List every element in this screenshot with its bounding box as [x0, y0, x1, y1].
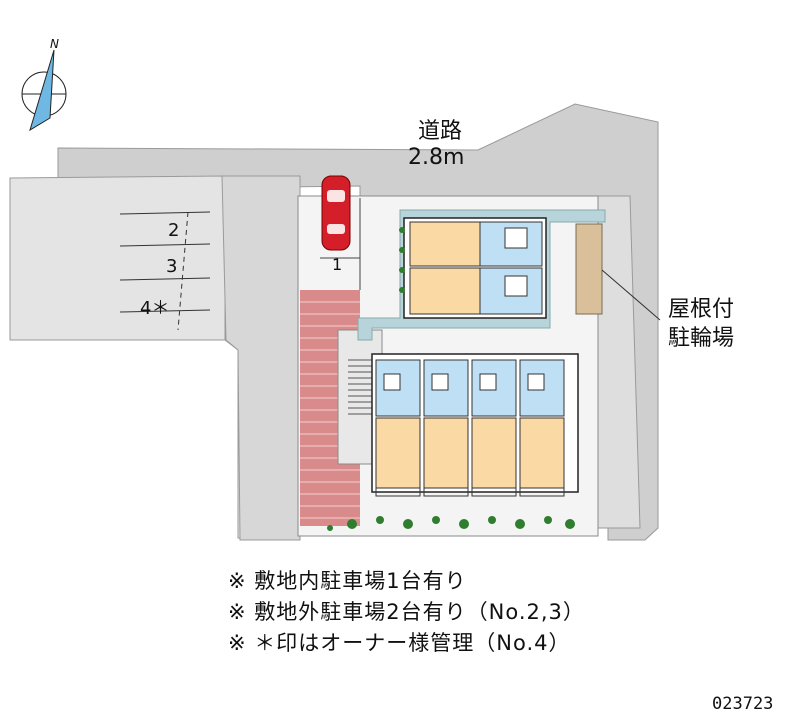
compass-icon: [21, 49, 67, 132]
parking-space-2: 2: [168, 220, 179, 241]
parking-space-4: 4＊: [140, 298, 169, 319]
note-line: ※ 敷地内駐車場1台有り: [228, 569, 467, 593]
notes: ※ 敷地内駐車場1台有り ※ 敷地外駐車場2台有り（No.2,3） ※ ＊印はオ…: [228, 566, 585, 659]
road-area: [57, 103, 659, 541]
bicycle-parking-label-2: 駐輪場: [668, 326, 734, 351]
side-walk: [221, 175, 301, 541]
parking-space-1: 1: [332, 255, 342, 274]
property-code: 023723: [712, 694, 774, 714]
lower-building: [371, 353, 579, 493]
bicycle-parking: [575, 223, 603, 315]
upper-building: [403, 217, 547, 319]
car-icon: [321, 175, 351, 251]
bicycle-parking-label-1: 屋根付: [668, 297, 734, 322]
note-line: ※ ＊印はオーナー様管理（No.4）: [228, 631, 571, 655]
parking-space-3: 3: [166, 256, 177, 277]
note-line: ※ 敷地外駐車場2台有り（No.2,3）: [228, 600, 585, 624]
compass-north-label: N: [50, 37, 59, 51]
greenery: [327, 227, 575, 531]
road-label: 道路: [418, 119, 462, 144]
road-width: 2.8m: [408, 145, 464, 170]
